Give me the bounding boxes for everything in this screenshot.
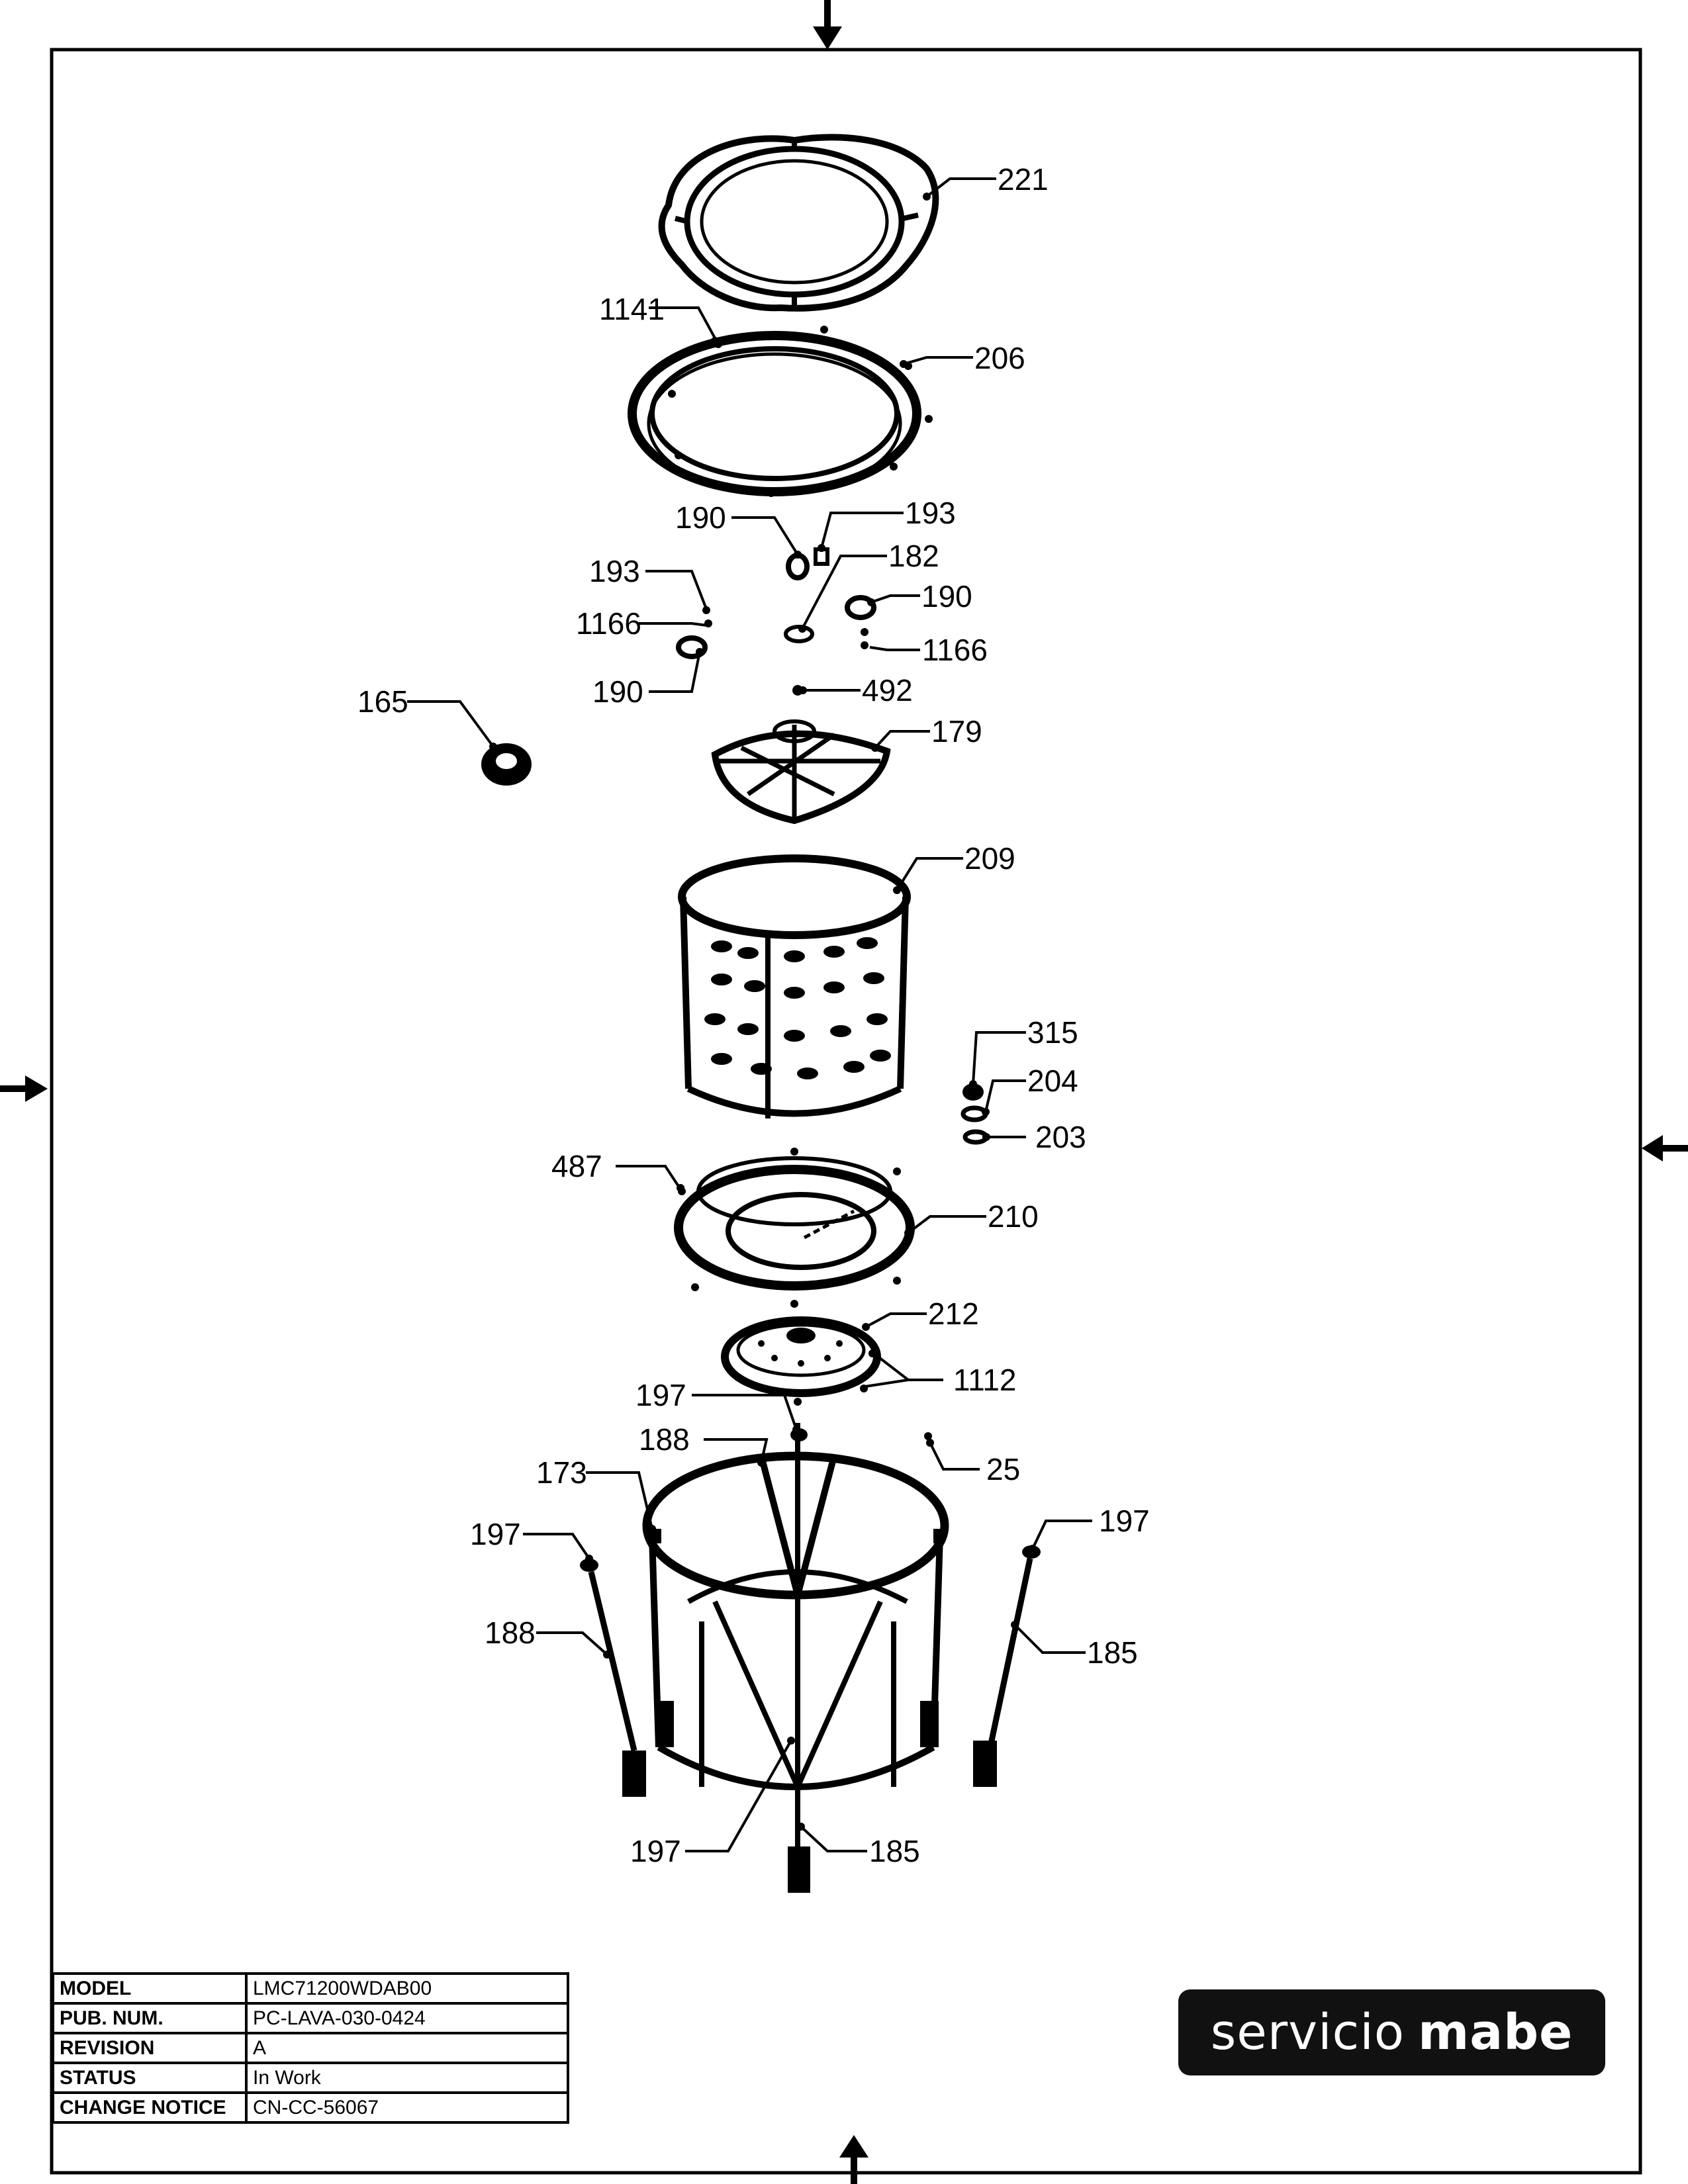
callout-212: 212 bbox=[928, 1297, 979, 1331]
callout-203: 203 bbox=[1035, 1120, 1086, 1154]
part-1166-clip-b bbox=[861, 628, 868, 649]
leader-lines bbox=[407, 177, 1092, 1852]
callout-188: 188 bbox=[485, 1615, 536, 1650]
callout-315: 315 bbox=[1027, 1015, 1078, 1050]
callout-1141: 1141 bbox=[599, 292, 665, 326]
part-206-balance-ring bbox=[628, 326, 933, 497]
callout-labels: 221 1141 206 190 193 182 193 190 1166 11… bbox=[357, 162, 1150, 1868]
callout-25: 25 bbox=[986, 1452, 1020, 1486]
callout-197: 197 bbox=[635, 1378, 686, 1412]
part-315-nut bbox=[962, 1083, 984, 1101]
part-210-hub bbox=[674, 1148, 915, 1308]
title-block-row: STATUS In Work bbox=[52, 2062, 569, 2094]
callout-221: 221 bbox=[998, 162, 1049, 197]
title-block-row: PUB. NUM. PC-LAVA-030-0424 bbox=[52, 2002, 569, 2034]
part-190-cap-c bbox=[676, 635, 708, 659]
title-block-key: STATUS bbox=[52, 2062, 248, 2094]
callout-204: 204 bbox=[1027, 1064, 1078, 1098]
title-block-value: A bbox=[245, 2032, 569, 2064]
callout-492: 492 bbox=[862, 673, 913, 707]
callout-206: 206 bbox=[974, 341, 1025, 375]
callout-182: 182 bbox=[888, 539, 939, 573]
callout-179: 179 bbox=[931, 714, 982, 749]
title-block-key: REVISION bbox=[52, 2032, 248, 2064]
callout-185: 185 bbox=[869, 1834, 920, 1868]
callout-188: 188 bbox=[639, 1422, 690, 1457]
title-block-row: MODEL LMC71200WDAB00 bbox=[52, 1972, 569, 2005]
part-190-cap-a bbox=[786, 553, 810, 580]
callout-197: 197 bbox=[630, 1834, 681, 1868]
title-block-key: CHANGE NOTICE bbox=[52, 2091, 248, 2124]
logo-text-light: servicio bbox=[1210, 2004, 1405, 2061]
title-block: MODEL LMC71200WDAB00 PUB. NUM. PC-LAVA-0… bbox=[52, 1972, 569, 2124]
callout-197: 197 bbox=[470, 1517, 521, 1551]
part-165-seal bbox=[481, 743, 532, 786]
callout-210: 210 bbox=[988, 1199, 1039, 1234]
part-185-rod-center bbox=[788, 1423, 810, 1893]
part-212-flange bbox=[721, 1316, 881, 1406]
callout-193: 193 bbox=[589, 554, 640, 588]
part-179-agitator bbox=[711, 719, 891, 825]
logo-text-bold: mabe bbox=[1418, 2004, 1573, 2061]
callout-190: 190 bbox=[675, 500, 726, 535]
part-188-rod-left bbox=[580, 1559, 646, 1797]
part-185-rod-right bbox=[973, 1545, 1041, 1787]
callout-185: 185 bbox=[1087, 1635, 1138, 1670]
callout-1166: 1166 bbox=[922, 633, 988, 667]
title-block-row: CHANGE NOTICE CN-CC-56067 bbox=[52, 2091, 569, 2124]
part-25-screw bbox=[924, 1432, 932, 1440]
title-block-row: REVISION A bbox=[52, 2032, 569, 2064]
title-block-key: MODEL bbox=[52, 1972, 248, 2005]
part-190-cap-b bbox=[845, 595, 876, 620]
title-block-value: CN-CC-56067 bbox=[245, 2091, 569, 2124]
title-block-key: PUB. NUM. bbox=[52, 2002, 248, 2034]
callout-190: 190 bbox=[921, 579, 972, 614]
callout-197: 197 bbox=[1099, 1504, 1150, 1538]
callout-487: 487 bbox=[551, 1149, 602, 1183]
title-block-value: In Work bbox=[245, 2062, 569, 2094]
callout-1112: 1112 bbox=[953, 1363, 1017, 1397]
title-block-value: LMC71200WDAB00 bbox=[245, 1972, 569, 2005]
leader-arrowheads bbox=[489, 193, 1037, 1831]
callout-209: 209 bbox=[964, 841, 1015, 876]
callout-173: 173 bbox=[536, 1455, 587, 1490]
callout-165: 165 bbox=[357, 684, 408, 719]
callout-1166: 1166 bbox=[576, 606, 641, 641]
part-209-basket bbox=[678, 854, 911, 1118]
callout-193: 193 bbox=[905, 496, 956, 530]
callout-190: 190 bbox=[592, 674, 643, 709]
part-221-top-ring bbox=[658, 134, 939, 312]
drawing-border bbox=[50, 48, 1642, 2175]
title-block-value: PC-LAVA-030-0424 bbox=[245, 2002, 569, 2034]
